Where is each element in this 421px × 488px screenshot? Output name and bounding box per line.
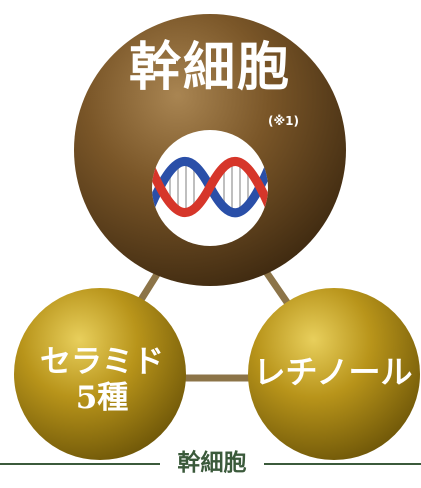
dna-icon [152, 157, 268, 218]
footer-line-left [0, 463, 160, 465]
right-node-label: レチノール [253, 353, 413, 391]
top-node-note: (※1) [268, 114, 299, 128]
left-sphere [14, 288, 186, 460]
top-node-title: 幹細胞 [128, 37, 291, 98]
footer-label: 幹細胞 [160, 448, 264, 478]
footer-line-right [264, 463, 421, 465]
right-sphere [248, 288, 420, 460]
left-node-label: セラミド 5種 [22, 344, 182, 416]
footer-caption: 幹細胞 [0, 448, 421, 484]
left-node-line1: セラミド [40, 344, 164, 380]
left-node-line2: 5種 [75, 380, 129, 416]
